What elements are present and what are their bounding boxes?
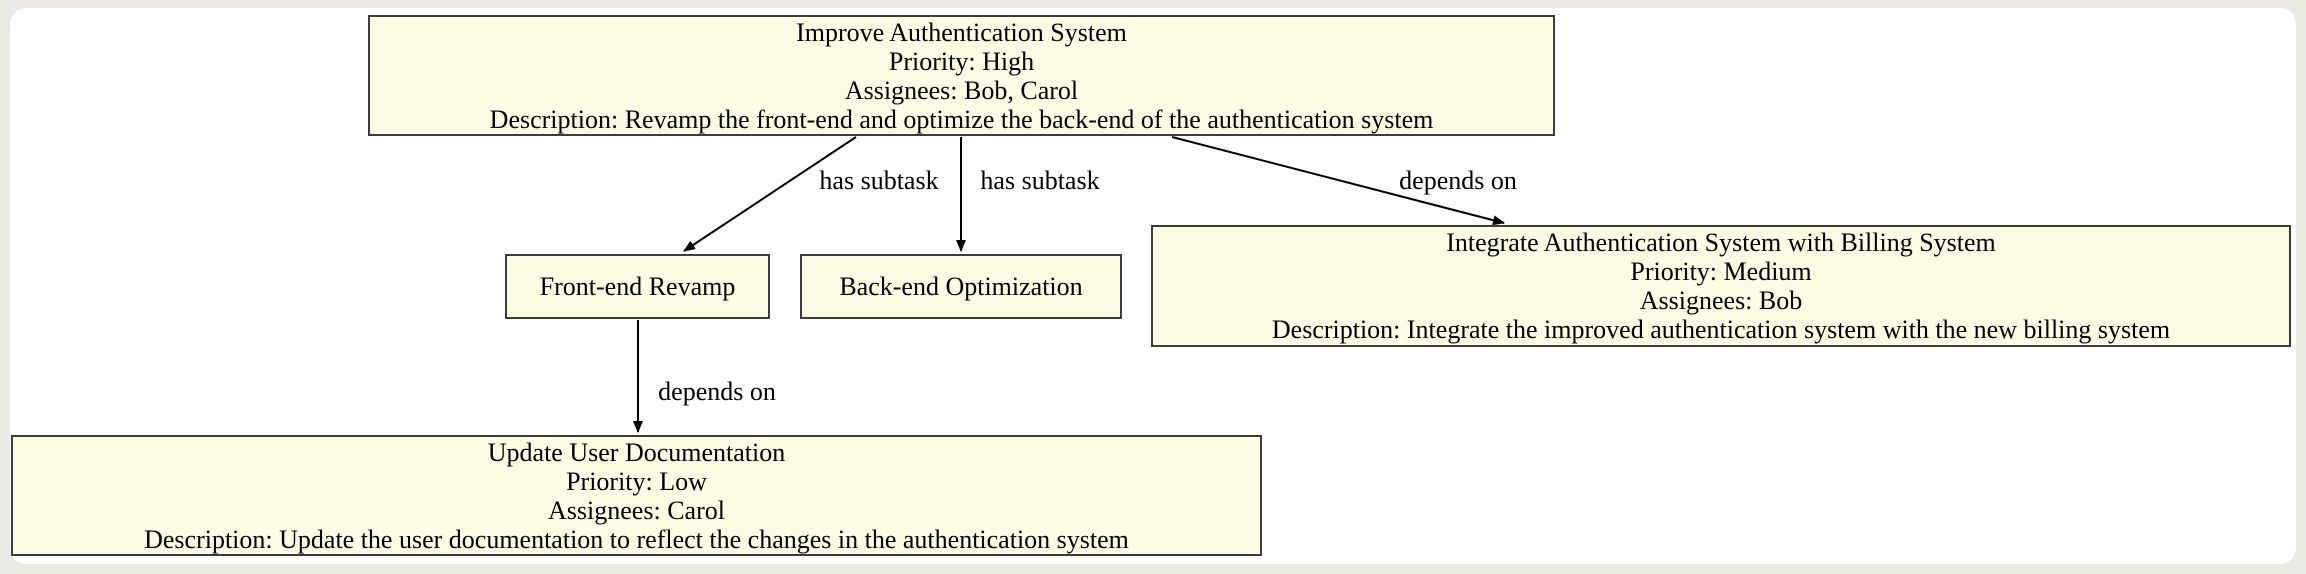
node-title: Improve Authentication System — [796, 17, 1127, 47]
node-description: Description: Revamp the front-end and op… — [489, 104, 1434, 134]
node-description: Description: Integrate the improved auth… — [1271, 315, 2171, 344]
node-priority: Priority: Low — [566, 466, 707, 496]
edge-label-has-subtask-1: has subtask — [819, 166, 939, 195]
node-title: Back-end Optimization — [839, 272, 1083, 301]
node-frontend-revamp: Front-end Revamp — [505, 254, 770, 319]
node-update-user-documentation: Update User Documentation Priority: Low … — [11, 435, 1262, 556]
node-improve-authentication: Improve Authentication System Priority: … — [368, 15, 1555, 136]
edge-label-depends-on-2: depends on — [658, 377, 776, 406]
node-title: Front-end Revamp — [539, 272, 736, 301]
node-assignees: Assignees: Bob, Carol — [844, 75, 1079, 105]
node-title: Update User Documentation — [487, 437, 786, 467]
edge-label-has-subtask-2: has subtask — [980, 166, 1100, 195]
node-assignees: Assignees: Carol — [548, 495, 725, 525]
edge-label-depends-on-1: depends on — [1399, 166, 1517, 195]
node-integrate-auth-billing: Integrate Authentication System with Bil… — [1151, 225, 2291, 347]
node-title: Integrate Authentication System with Bil… — [1446, 228, 1996, 257]
node-backend-optimization: Back-end Optimization — [800, 254, 1122, 319]
node-description: Description: Update the user documentati… — [144, 524, 1129, 554]
node-priority: Priority: High — [888, 46, 1035, 76]
node-priority: Priority: Medium — [1630, 257, 1812, 286]
node-assignees: Assignees: Bob — [1639, 286, 1803, 315]
